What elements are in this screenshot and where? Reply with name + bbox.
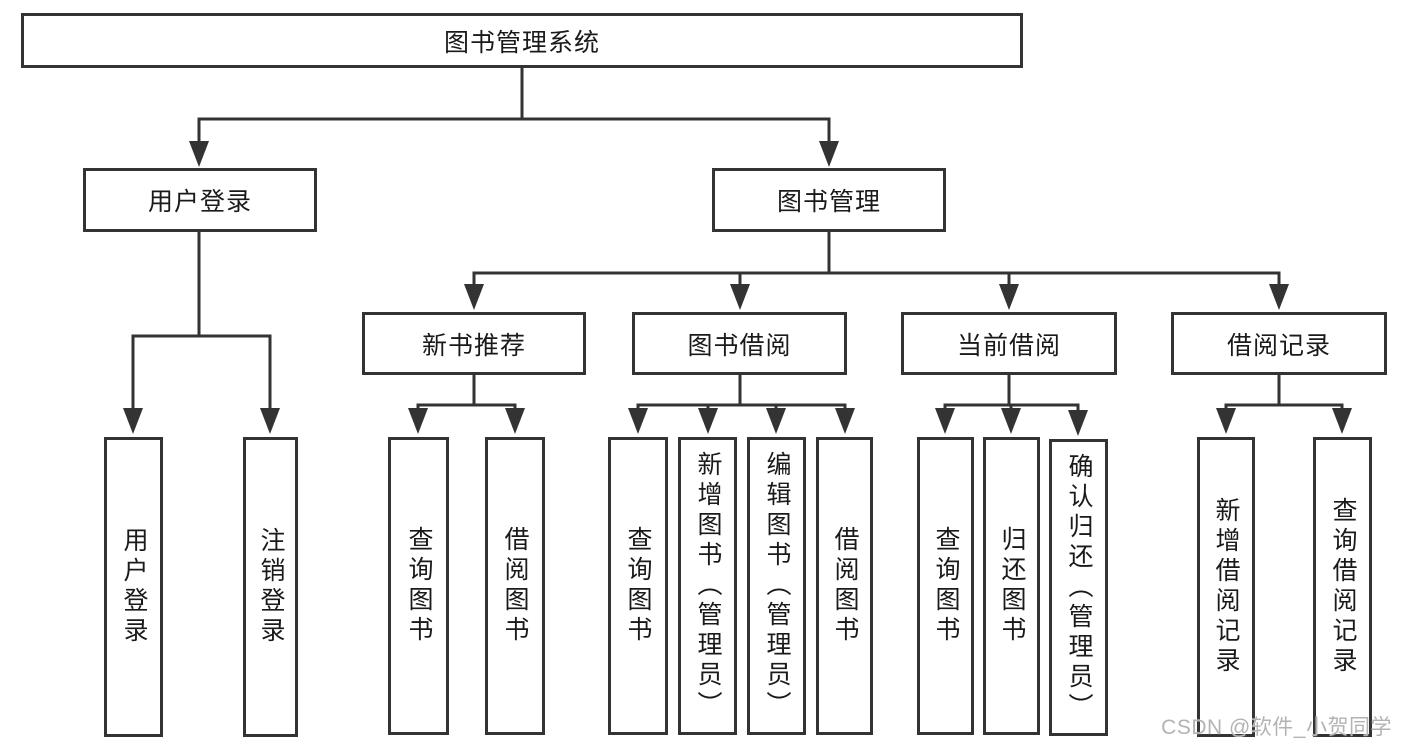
arrowhead-icon bbox=[1332, 408, 1352, 434]
diagram-node-leaf-add-record: 新增借阅记录 bbox=[1197, 437, 1255, 737]
arrowhead-icon bbox=[1068, 410, 1088, 436]
arrowhead-icon bbox=[1216, 408, 1236, 434]
arrowhead-icon bbox=[628, 408, 648, 434]
diagram-node-current-borrow: 当前借阅 bbox=[901, 312, 1117, 375]
arrowhead-icon bbox=[1001, 408, 1021, 434]
diagram-node-leaf-logout: 注销登录 bbox=[243, 437, 298, 737]
diagram-node-leaf-edit-book: 编辑图书（管理员） bbox=[747, 437, 806, 735]
arrowhead-icon bbox=[189, 141, 209, 167]
diagram-node-leaf-user-login: 用户登录 bbox=[104, 437, 163, 737]
diagram-node-leaf-add-book: 新增图书（管理员） bbox=[678, 437, 737, 735]
arrowhead-icon bbox=[1269, 284, 1289, 310]
arrowhead-icon bbox=[464, 284, 484, 310]
watermark: CSDN @软件_小贺同学 bbox=[1161, 716, 1392, 739]
diagram-node-leaf-confirm-return: 确认归还（管理员） bbox=[1049, 439, 1108, 736]
diagram-node-leaf-query-record: 查询借阅记录 bbox=[1313, 437, 1372, 737]
diagram-node-user-login: 用户登录 bbox=[83, 168, 317, 232]
diagram-node-leaf-return-book: 归还图书 bbox=[983, 437, 1040, 735]
diagram-node-root: 图书管理系统 bbox=[21, 13, 1023, 68]
diagram-node-leaf-borrow-book-2: 借阅图书 bbox=[816, 437, 873, 735]
diagram-node-leaf-query-book-1: 查询图书 bbox=[388, 437, 449, 735]
arrowhead-icon bbox=[766, 408, 786, 434]
arrowhead-icon bbox=[505, 408, 525, 434]
diagram-node-leaf-borrow-book-1: 借阅图书 bbox=[485, 437, 545, 735]
arrowhead-icon bbox=[935, 408, 955, 434]
diagram-node-new-book-recommend: 新书推荐 bbox=[362, 312, 586, 375]
arrowhead-icon bbox=[819, 141, 839, 167]
diagram-node-leaf-query-book-2: 查询图书 bbox=[608, 437, 668, 735]
arrowhead-icon bbox=[698, 408, 718, 434]
arrowhead-icon bbox=[408, 408, 428, 434]
arrowhead-icon bbox=[260, 408, 280, 434]
arrowhead-icon bbox=[835, 408, 855, 434]
diagram-node-book-borrow: 图书借阅 bbox=[632, 312, 847, 375]
diagram-node-leaf-query-book-3: 查询图书 bbox=[917, 437, 974, 735]
diagram-node-borrow-records: 借阅记录 bbox=[1171, 312, 1387, 375]
arrowhead-icon bbox=[730, 284, 750, 310]
arrowhead-icon bbox=[999, 284, 1019, 310]
arrowhead-icon bbox=[123, 408, 143, 434]
diagram-node-book-management: 图书管理 bbox=[712, 168, 946, 232]
